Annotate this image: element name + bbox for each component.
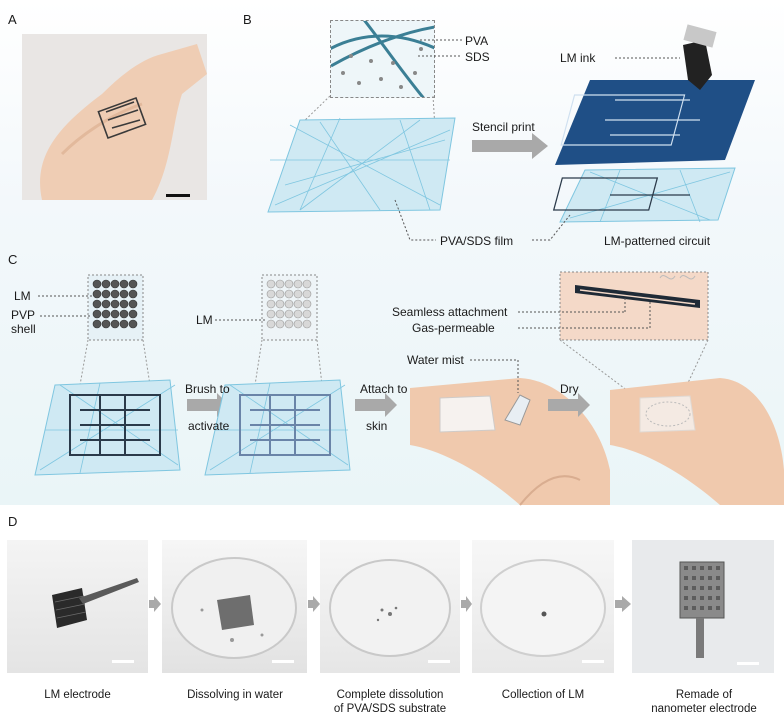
label-film: PVA/SDS film [440,234,514,248]
caption-4: Collection of LM [472,688,614,702]
photo-complete-dissolution [320,540,460,673]
caption-5-line1: Remade of [675,689,733,701]
panel-label-d: D [8,514,18,529]
hand-photo [22,34,207,200]
label-attach-1: Attach to [360,382,408,396]
caption-4-line1: Collection of LM [501,689,585,701]
photo-remade-electrode [632,540,774,673]
caption-2: Dissolving in water [160,688,310,702]
label-dry: Dry [560,382,579,396]
label-pvp-1: PVP [11,308,36,322]
caption-3: Complete dissolution of PVA/SDS substrat… [310,688,470,716]
caption-3-line1: Complete dissolution [336,689,444,701]
panel-label-a: A [8,12,17,27]
label-circuit: LM-patterned circuit [604,234,711,248]
label-gas: Gas-permeable [412,321,495,335]
label-lm-left: LM [14,289,31,303]
label-sds: SDS [465,50,490,64]
fiber-inset [330,20,435,98]
scale-bar [166,194,190,197]
caption-5-line2: nanometer electrode [651,703,757,715]
label-pva: PVA [465,34,489,48]
label-seamless: Seamless attachment [392,305,508,319]
photo-dissolving [162,540,307,673]
panel-label-c: C [8,252,18,267]
panel-label-b: B [243,12,252,27]
label-lm-ink: LM ink [560,51,596,65]
caption-1: LM electrode [7,688,148,702]
label-lm-mid: LM [196,313,213,327]
photo-lm-electrode [7,540,148,673]
label-water-mist: Water mist [407,353,464,367]
caption-2-line1: Dissolving in water [187,689,283,701]
caption-3-line2: of PVA/SDS substrate [333,703,447,715]
photo-collection [472,540,614,673]
label-brush-1: Brush to [185,382,230,396]
label-attach-2: skin [366,419,388,433]
label-pvp-2: shell [11,322,36,336]
caption-1-line1: LM electrode [44,689,111,701]
label-stencil-print: Stencil print [472,120,535,134]
label-brush-2: activate [188,419,230,433]
caption-5: Remade of nanometer electrode [630,688,778,716]
